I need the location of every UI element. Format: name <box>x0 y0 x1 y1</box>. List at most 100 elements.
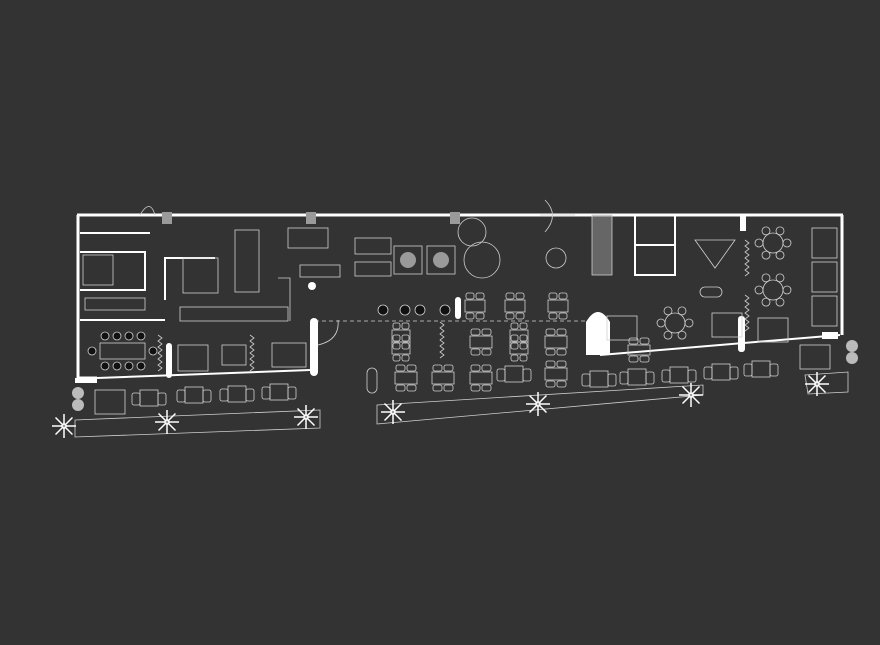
chair <box>687 369 697 383</box>
star-plant-icon <box>805 372 829 396</box>
round-table <box>545 247 567 269</box>
partition <box>455 297 461 319</box>
chair <box>401 354 410 362</box>
chair <box>545 348 556 356</box>
table <box>504 299 526 313</box>
chair <box>545 360 556 368</box>
arched-partition <box>586 312 610 355</box>
chair <box>519 354 528 362</box>
partition <box>738 316 745 352</box>
table-set <box>391 334 411 362</box>
table <box>544 367 568 381</box>
table <box>394 371 418 385</box>
chair <box>556 328 567 336</box>
chair <box>124 361 134 371</box>
chair <box>515 292 525 300</box>
table-frame <box>393 245 423 275</box>
chair <box>782 285 792 295</box>
chair <box>519 334 528 342</box>
chair <box>496 368 506 382</box>
stair <box>82 254 114 286</box>
chair <box>465 292 475 300</box>
chair <box>475 292 485 300</box>
chair <box>505 292 515 300</box>
chair <box>470 364 481 372</box>
table-set <box>509 322 529 350</box>
star-plant-icon <box>52 414 76 438</box>
chair <box>729 366 739 380</box>
chair <box>639 337 650 345</box>
table <box>544 335 568 349</box>
chair <box>663 330 673 340</box>
chair <box>782 238 792 248</box>
chair <box>124 331 134 341</box>
table-set <box>394 364 418 392</box>
table <box>509 329 529 343</box>
star-plant-icon <box>155 410 179 434</box>
chair <box>645 371 655 385</box>
chair <box>392 342 401 350</box>
door-swing <box>317 319 339 346</box>
booth <box>811 295 838 327</box>
table-frame <box>426 245 456 275</box>
chair <box>505 312 515 320</box>
booth <box>799 344 831 370</box>
table-set <box>469 328 493 356</box>
zigzag-planter <box>744 294 750 332</box>
bar-stool <box>399 304 411 316</box>
table <box>221 344 247 366</box>
table-set <box>391 322 411 350</box>
star-plant-icon <box>381 400 405 424</box>
bar-stool <box>377 304 389 316</box>
table <box>184 386 204 404</box>
table-set <box>469 364 493 392</box>
table <box>469 371 493 385</box>
kitchen-equipment <box>182 257 219 294</box>
chair <box>465 312 475 320</box>
chair <box>775 297 785 307</box>
round-table-top <box>433 252 449 268</box>
entrance-door <box>540 199 575 233</box>
chair <box>656 318 666 328</box>
chair <box>470 384 481 392</box>
kitchen-island <box>234 229 260 293</box>
center <box>303 414 309 420</box>
chair <box>761 250 771 260</box>
chair <box>515 312 525 320</box>
round-table <box>762 279 784 301</box>
chair <box>775 226 785 236</box>
bar-screen <box>591 214 613 276</box>
table <box>504 365 524 383</box>
partition <box>822 332 838 339</box>
bar-stool <box>414 304 426 316</box>
chair <box>432 384 443 392</box>
oval-table <box>699 286 723 298</box>
chair <box>395 364 406 372</box>
chair <box>519 342 528 350</box>
chair <box>522 368 532 382</box>
booth <box>711 312 743 338</box>
chair <box>176 389 186 403</box>
chair <box>392 334 401 342</box>
chair <box>754 285 764 295</box>
partition <box>740 215 746 231</box>
chair <box>87 346 97 356</box>
table-set <box>544 360 568 388</box>
chair <box>443 364 454 372</box>
center <box>164 419 170 425</box>
chair <box>136 361 146 371</box>
table <box>509 341 529 355</box>
bar-stool <box>439 304 451 316</box>
terrace-left <box>74 409 321 438</box>
triangle-table <box>694 239 736 269</box>
center <box>61 423 67 429</box>
storage <box>84 297 146 311</box>
chair <box>136 331 146 341</box>
chair <box>545 380 556 388</box>
chair <box>100 361 110 371</box>
wall-kitchen-inner <box>164 257 215 300</box>
center <box>814 381 820 387</box>
chair <box>481 384 492 392</box>
chair <box>661 369 671 383</box>
bar-counter <box>354 237 392 255</box>
